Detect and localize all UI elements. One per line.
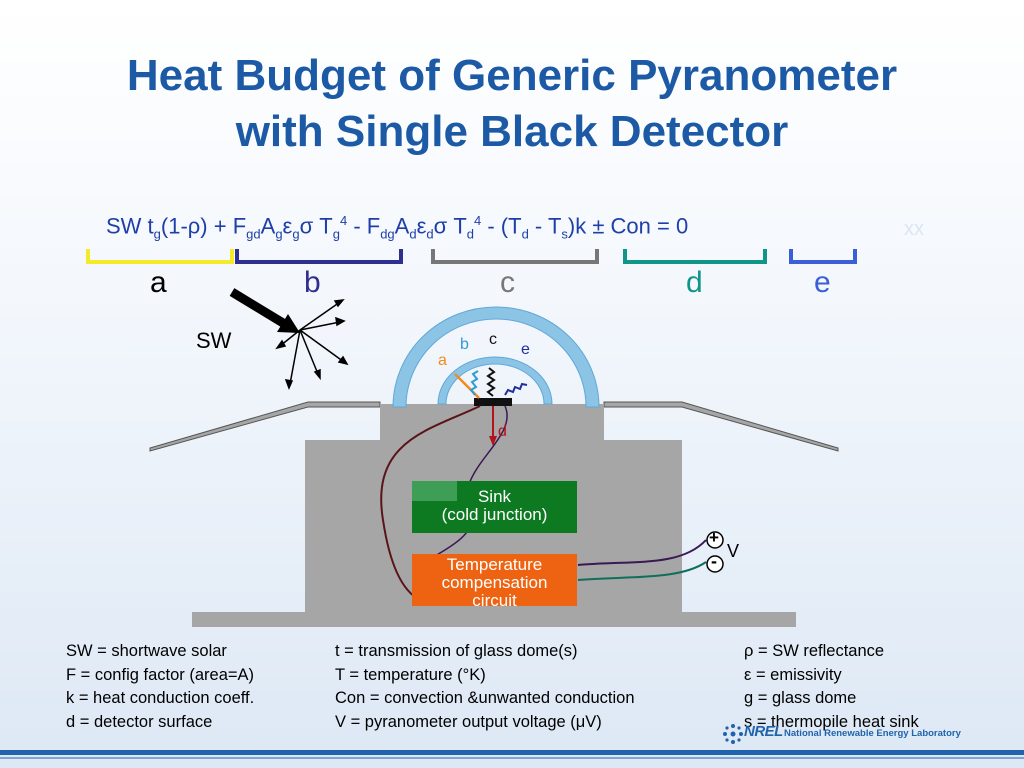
- temperature-label: Temperature compensation circuit: [441, 555, 548, 610]
- bracket-c: [431, 249, 599, 264]
- bracket-e: [789, 249, 857, 264]
- voltage-label: V: [727, 541, 740, 561]
- footer-bar: [0, 750, 1024, 755]
- housing-right-wing: [603, 401, 839, 452]
- path-b-squiggle: [469, 370, 479, 396]
- legend-column-3: ρ = SW reflectance ε = emissivity g = gl…: [744, 642, 919, 731]
- minus-terminal: [706, 555, 724, 573]
- title-line-2: with Single Black Detector: [235, 107, 789, 156]
- reflected-arrows: [275, 299, 349, 391]
- dome-label-d: d: [498, 423, 507, 440]
- sink-highlight: [412, 481, 457, 501]
- bracket-label-b: b: [304, 266, 321, 299]
- wire-dark-red: [380, 405, 481, 601]
- wire-to-minus: [577, 561, 707, 581]
- minus-sign: -: [711, 551, 717, 571]
- bracket-b: [235, 249, 403, 264]
- temperature-box: [412, 554, 577, 606]
- sink-label: Sink (cold junction): [441, 487, 548, 524]
- title-line-1: Heat Budget of Generic Pyranometer: [126, 51, 898, 100]
- legend-column-2: t = transmission of glass dome(s) T = te…: [335, 642, 635, 731]
- nrel-logo-text: NREL: [744, 723, 783, 740]
- slide-title: Heat Budget of Generic Pyranometer with …: [0, 48, 1024, 160]
- sw-label: SW: [196, 328, 232, 353]
- heat-budget-equation: SW tg(1-ρ) + FgdAgεgσ Tg4 - FdgAdεdσ Td4…: [106, 213, 689, 242]
- bracket-d: [623, 249, 767, 264]
- dome-label-a: a: [438, 352, 447, 369]
- plus-sign: +: [709, 528, 719, 547]
- black-detector: [474, 398, 512, 406]
- bracket-a: [86, 249, 234, 264]
- nrel-logo: NREL National Renewable Energy Laborator…: [722, 721, 972, 747]
- dome-label-e: e: [521, 341, 530, 358]
- bracket-label-d: d: [686, 266, 703, 299]
- plus-terminal: [706, 531, 724, 549]
- footer-bar-thin: [0, 757, 1024, 759]
- sw-arrow-head: [277, 314, 300, 333]
- faint-placeholder-text: xx: [904, 218, 924, 240]
- housing-left-wing: [149, 401, 381, 452]
- nrel-full-name: National Renewable Energy Laboratory: [784, 728, 961, 739]
- legend-column-1: SW = shortwave solar F = config factor (…: [66, 642, 255, 731]
- path-e-squiggle: [504, 382, 528, 396]
- dome-label-b: b: [460, 336, 469, 353]
- path-d-arrowhead: [489, 436, 497, 446]
- wire-to-plus: [577, 539, 707, 566]
- path-c-squiggle: [486, 367, 496, 397]
- dome-label-c: c: [489, 331, 497, 348]
- bracket-label-e: e: [814, 266, 831, 299]
- bracket-label-a: a: [150, 266, 167, 299]
- inner-dome: [437, 356, 553, 405]
- sw-incoming-arrow: [229, 288, 291, 330]
- nrel-burst-icon: [723, 724, 743, 744]
- bracket-label-c: c: [500, 266, 515, 299]
- outer-dome: [392, 306, 600, 408]
